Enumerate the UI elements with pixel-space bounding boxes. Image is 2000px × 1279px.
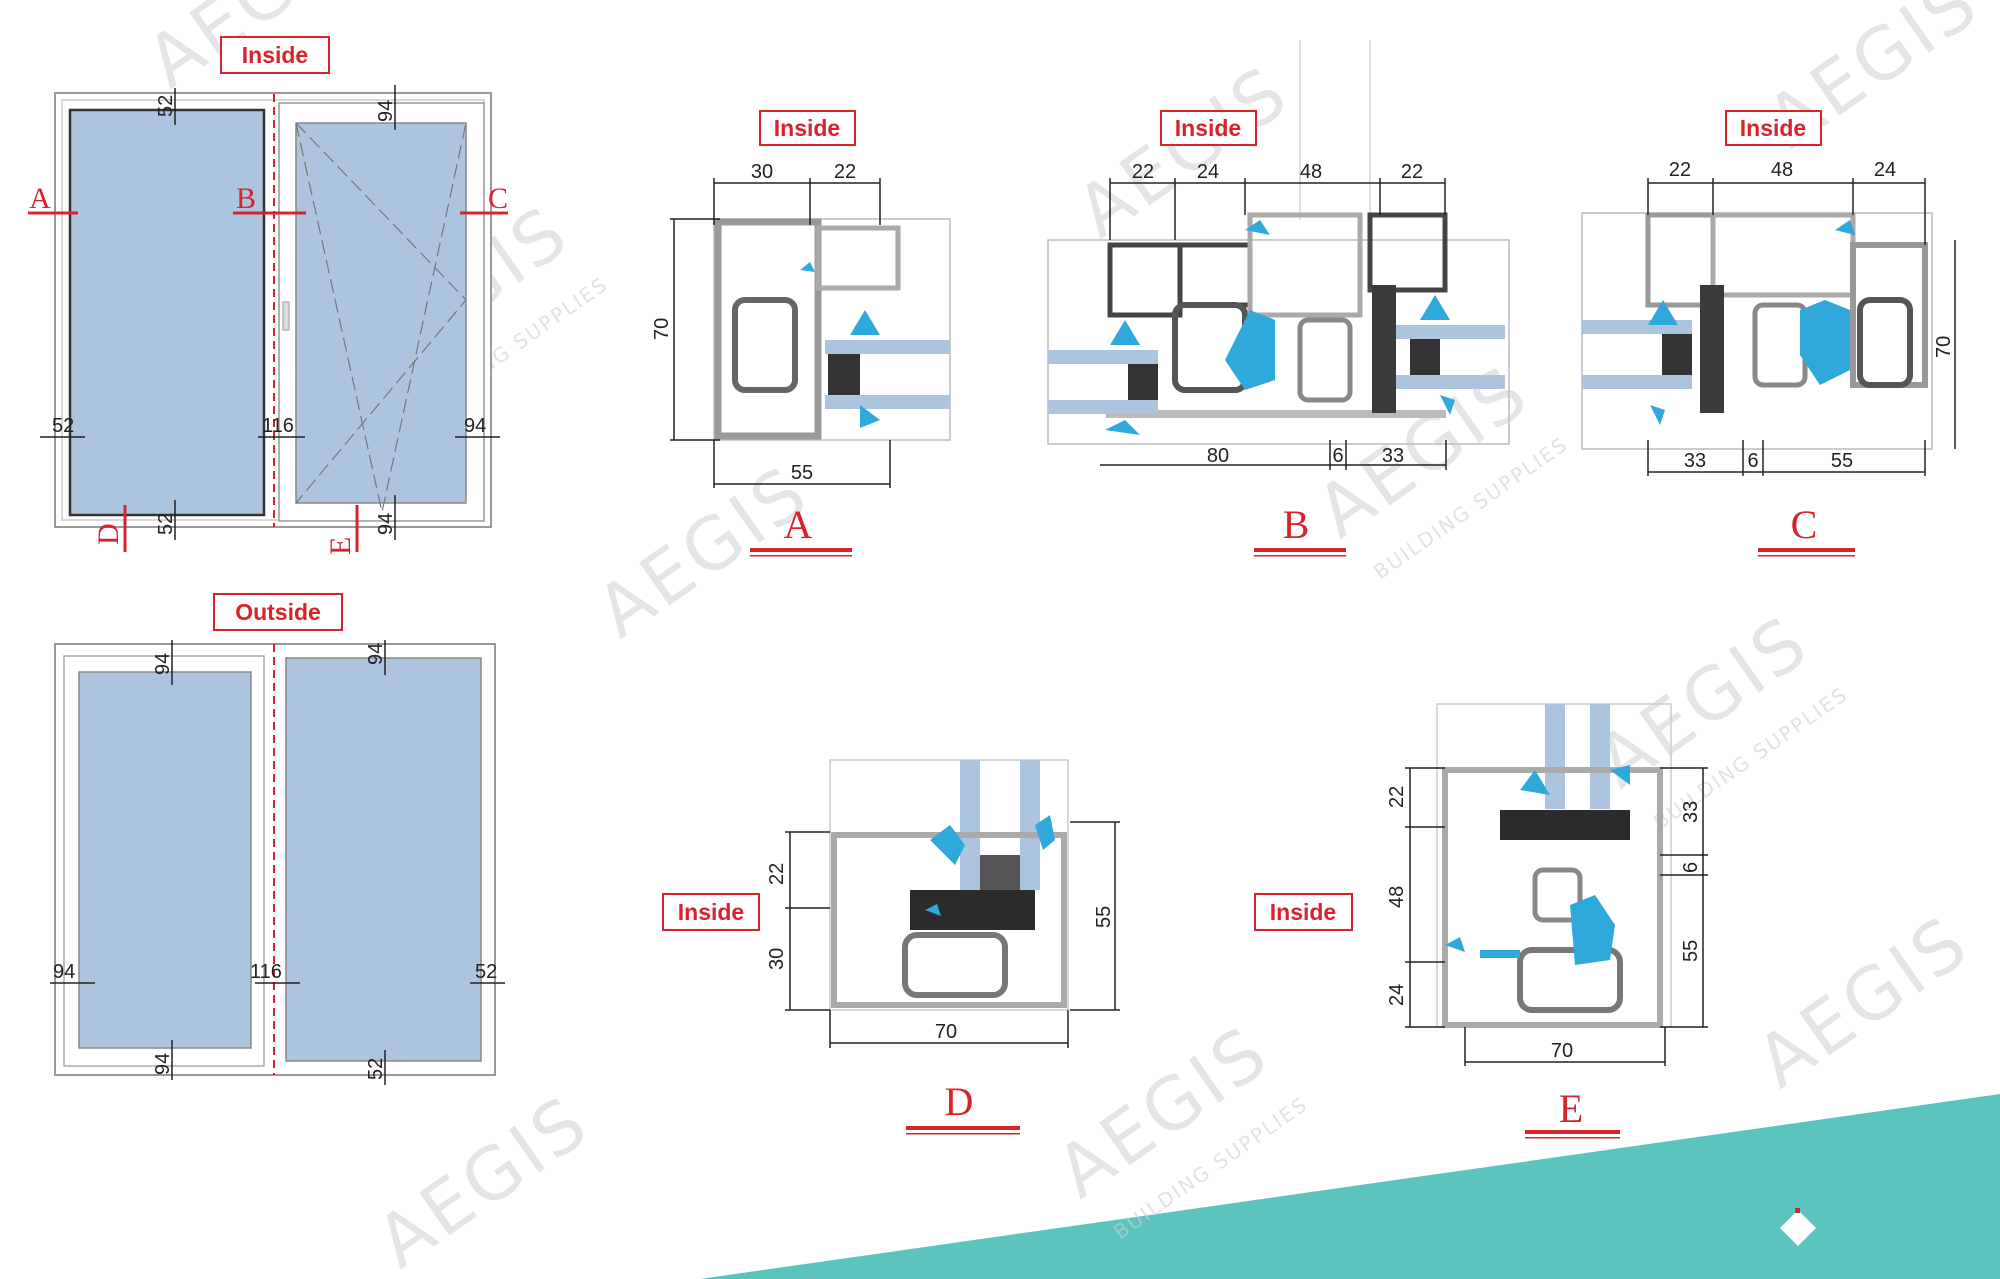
section-title-a: A bbox=[784, 502, 813, 547]
dim-label: 52 bbox=[365, 1058, 387, 1080]
dim-label: 6 bbox=[1747, 450, 1758, 472]
dim-label: 52 bbox=[475, 961, 497, 983]
dim-label: 30 bbox=[766, 948, 788, 970]
dim-label: 33 bbox=[1680, 801, 1702, 823]
dim-label: 52 bbox=[52, 415, 74, 437]
section-mark-c[interactable]: C bbox=[488, 182, 508, 215]
logo-name: AEGIS bbox=[1836, 1206, 1967, 1252]
dim-label: 55 bbox=[1093, 906, 1115, 928]
inside-label: Inside bbox=[1740, 115, 1806, 141]
dim-label: 52 bbox=[155, 513, 177, 535]
window-inside-view: Inside A B C D E 52 94 52 116 94 52 94 bbox=[28, 36, 508, 555]
fixed-glass-pane bbox=[285, 657, 482, 1062]
dim-label: 48 bbox=[1300, 161, 1322, 183]
dim-label: 55 bbox=[791, 462, 813, 484]
outside-label: Outside bbox=[235, 599, 321, 625]
dim-label: 48 bbox=[1771, 159, 1793, 181]
dim-label: 22 bbox=[1132, 161, 1154, 183]
dim-label: 116 bbox=[250, 961, 282, 983]
dim-label: 94 bbox=[375, 100, 397, 122]
dim-label: 70 bbox=[935, 1021, 957, 1043]
section-mark-e[interactable]: E bbox=[324, 537, 357, 555]
dim-label: 30 bbox=[751, 161, 773, 183]
dim-label: 55 bbox=[1680, 940, 1702, 962]
sash-glass-pane bbox=[78, 671, 252, 1049]
dim-label: 22 bbox=[1386, 786, 1408, 808]
section-a: Inside 30 22 70 55 A bbox=[651, 110, 951, 557]
section-e: Inside 22 48 24 33 6 55 70 E bbox=[1254, 703, 1708, 1139]
section-title-c: C bbox=[1791, 502, 1818, 547]
sash-glass-pane bbox=[295, 122, 467, 504]
section-d: Inside 22 30 55 70 D bbox=[662, 759, 1120, 1135]
dim-label: 80 bbox=[1207, 445, 1229, 467]
dim-label: 116 bbox=[262, 415, 294, 437]
dim-label: 70 bbox=[1551, 1040, 1573, 1062]
watermark: AEGIS bbox=[1042, 1009, 1285, 1214]
inside-label: Inside bbox=[1175, 115, 1241, 141]
dim-label: 6 bbox=[1680, 862, 1702, 873]
watermark: AEGIS bbox=[1742, 899, 1985, 1104]
dim-label: 55 bbox=[1831, 450, 1853, 472]
dim-label: 33 bbox=[1382, 445, 1404, 467]
dim-label: 94 bbox=[365, 643, 387, 665]
window-outside-view: Outside 94 94 94 116 52 94 52 bbox=[50, 593, 505, 1085]
handle-icon bbox=[282, 301, 290, 331]
inside-label: Inside bbox=[1270, 899, 1336, 925]
teal-band bbox=[700, 1094, 2000, 1279]
fixed-glass-pane bbox=[68, 108, 266, 517]
dim-label: 94 bbox=[53, 961, 75, 983]
section-mark-a[interactable]: A bbox=[29, 182, 51, 215]
dim-label: 70 bbox=[1933, 336, 1955, 358]
inside-label: Inside bbox=[774, 115, 840, 141]
dim-label: 52 bbox=[155, 95, 177, 117]
dim-label: 70 bbox=[651, 318, 673, 340]
outside-label-box bbox=[213, 593, 343, 631]
section-title-d: D bbox=[945, 1079, 974, 1124]
section-c: Inside 22 48 24 70 33 6 55 C bbox=[1581, 110, 1956, 557]
dim-label: 94 bbox=[464, 415, 486, 437]
dim-label: 22 bbox=[1669, 159, 1691, 181]
logo-tagline: BUILDING SUPPLIES bbox=[1836, 1247, 1971, 1261]
section-title-b: B bbox=[1283, 502, 1310, 547]
dim-label: 94 bbox=[152, 653, 174, 675]
section-b: Inside 22 24 48 22 80 6 33 B bbox=[1047, 40, 1510, 557]
inside-label: Inside bbox=[242, 42, 308, 68]
watermark: AEGIS bbox=[362, 1079, 605, 1279]
dim-label: 6 bbox=[1332, 445, 1343, 467]
section-title-e: E bbox=[1559, 1086, 1583, 1131]
dim-label: 94 bbox=[152, 1053, 174, 1075]
section-mark-d[interactable]: D bbox=[92, 523, 125, 545]
dim-label: 94 bbox=[375, 513, 397, 535]
dim-label: 22 bbox=[834, 161, 856, 183]
gasket-black bbox=[1372, 285, 1396, 413]
dim-label: 48 bbox=[1386, 886, 1408, 908]
dim-label: 24 bbox=[1197, 161, 1219, 183]
aegis-logo: AEGIS BUILDING SUPPLIES bbox=[1766, 1196, 1971, 1261]
section-mark-b[interactable]: B bbox=[236, 182, 256, 215]
dim-label: 24 bbox=[1874, 159, 1896, 181]
spacer-bar bbox=[828, 354, 860, 395]
dim-label: 22 bbox=[766, 863, 788, 885]
inside-label: Inside bbox=[678, 899, 744, 925]
inside-label-box bbox=[220, 36, 330, 74]
dim-label: 33 bbox=[1684, 450, 1706, 472]
dim-label: 24 bbox=[1386, 984, 1408, 1006]
dim-label: 22 bbox=[1401, 161, 1423, 183]
watermark: AEGIS bbox=[1062, 49, 1305, 254]
